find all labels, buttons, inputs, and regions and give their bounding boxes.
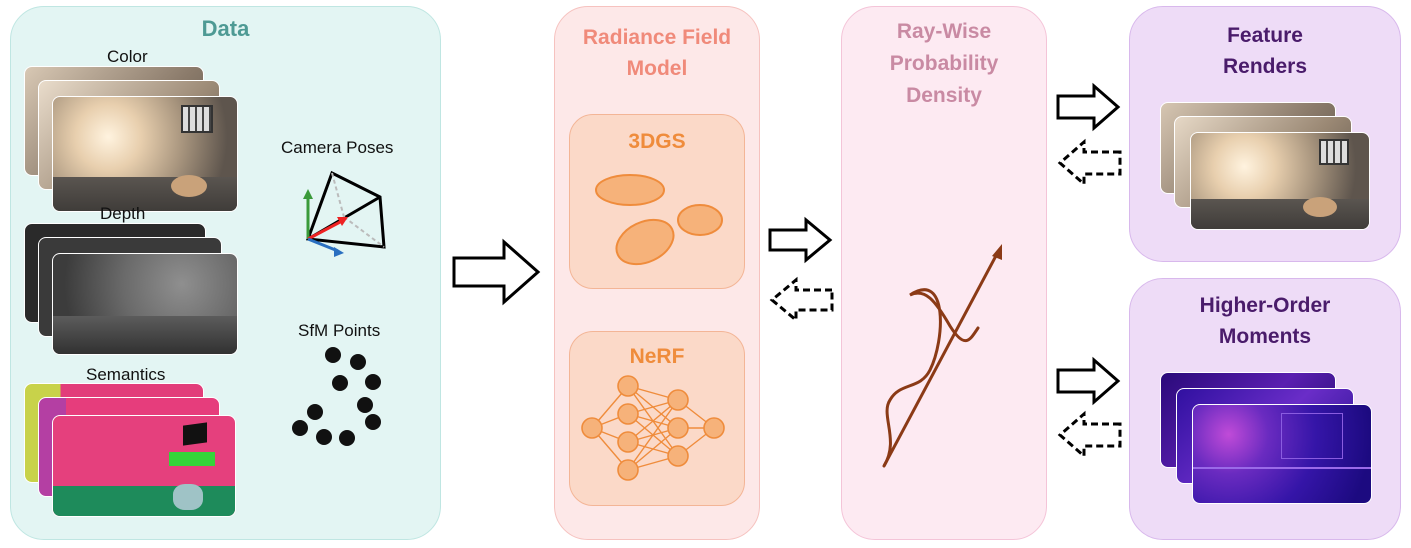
sfm-points-icon	[292, 347, 381, 446]
renders-to-density-dashed-arrow-icon	[1057, 138, 1122, 188]
model-to-density-arrow-icon	[768, 216, 833, 264]
gs-box	[569, 114, 745, 289]
moments-edge-shape	[1281, 413, 1343, 459]
neural-network-icon	[581, 375, 725, 481]
depth-label: Depth	[100, 204, 146, 223]
model-panel-title-line1: Radiance Field	[582, 26, 732, 49]
render-window-shape	[1319, 139, 1349, 165]
floor-shape	[53, 177, 237, 211]
moments-to-density-dashed-arrow-icon	[1057, 410, 1122, 460]
color-label: Color	[107, 47, 148, 66]
render-frame-front	[1190, 132, 1370, 230]
sfm-points-label: SfM Points	[298, 321, 381, 340]
density-to-model-dashed-arrow-icon	[769, 276, 834, 324]
density-curve	[882, 288, 980, 468]
nerf-title: NeRF	[629, 345, 685, 368]
data-to-model-arrow-icon	[452, 238, 541, 306]
moments-frame-front	[1192, 404, 1372, 504]
moments-floor-edge-shape	[1193, 467, 1371, 469]
renders-title-line1: Feature	[1227, 24, 1303, 47]
density-title-line3: Density	[906, 84, 982, 107]
density-title-line2: Probability	[889, 52, 999, 75]
gaussian-ellipses-icon	[595, 174, 723, 266]
ray-line	[882, 251, 1000, 467]
semantic-sofa-shape	[169, 452, 215, 466]
data-panel-title: Data	[201, 16, 250, 41]
depth-frame-front	[52, 253, 238, 355]
color-frame-front	[52, 96, 238, 212]
semantic-chair-shape	[173, 484, 203, 510]
semantics-frame-front	[52, 415, 236, 517]
density-panel	[841, 6, 1047, 540]
renders-title-line2: Renders	[1222, 55, 1308, 78]
ottoman-shape	[171, 175, 207, 197]
ray-arrowhead-icon	[992, 244, 1002, 260]
ray-density-plot	[882, 244, 1002, 468]
camera-poses-label: Camera Poses	[281, 138, 394, 157]
density-title-line1: Ray-Wise	[896, 20, 992, 43]
density-to-moments-arrow-icon	[1056, 356, 1121, 406]
semantics-label: Semantics	[86, 365, 166, 384]
camera-poses-icon	[303, 170, 386, 257]
moments-title-line2: Moments	[1218, 325, 1312, 348]
density-to-renders-arrow-icon	[1056, 82, 1121, 132]
gs-title: 3DGS	[628, 130, 686, 153]
semantic-tv-shape	[183, 422, 207, 446]
render-floor-shape	[1191, 199, 1369, 229]
depth-floor-shape	[53, 316, 237, 354]
window-shape	[181, 105, 213, 133]
model-panel-title-line2: Model	[626, 57, 688, 80]
moments-title-line1: Higher-Order	[1199, 294, 1331, 317]
render-ottoman-shape	[1303, 197, 1337, 217]
semantic-floor-shape	[53, 486, 235, 516]
